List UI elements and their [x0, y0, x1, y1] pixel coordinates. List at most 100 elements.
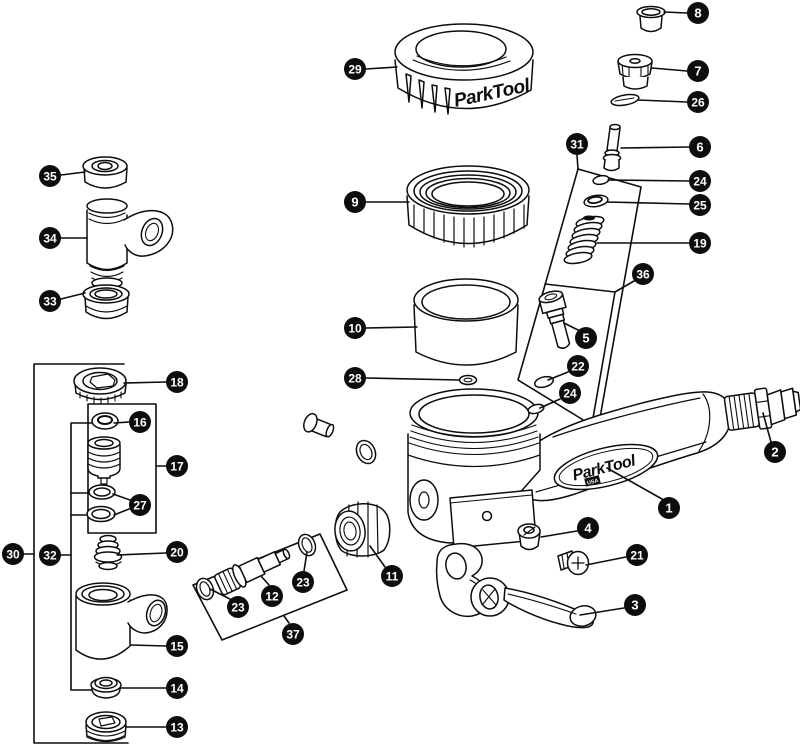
callout-badge-23: [227, 596, 249, 618]
callout-badge-8: [687, 2, 709, 24]
callout-number-24: 24: [693, 175, 707, 189]
callout-badge-17: [166, 455, 188, 477]
callout-number-27: 27: [133, 499, 147, 513]
part-28-drawing: [458, 374, 478, 386]
part-11-drawing: [334, 501, 391, 558]
callout-leader-29: [365, 66, 398, 70]
callout-badge-10: [344, 317, 366, 339]
part-5-drawing: [538, 290, 571, 349]
callout-badge-5: [575, 327, 597, 349]
callout-leader-5: [563, 322, 579, 331]
callout-number-15: 15: [170, 640, 184, 654]
callout-badge-23: [292, 571, 314, 593]
callout-number-19: 19: [693, 237, 707, 251]
callout-number-35: 35: [43, 170, 57, 184]
callout-badge-14: [166, 677, 188, 699]
callout-number-25: 25: [693, 199, 707, 213]
callout-number-4: 4: [584, 521, 592, 536]
callout-badge-30: [2, 543, 24, 565]
callout-badge-25: [689, 194, 711, 216]
part-2-drawing: [723, 387, 800, 431]
callout-number-33: 33: [43, 295, 57, 309]
callout-number-22: 22: [571, 360, 585, 374]
part-4-drawing: [517, 523, 541, 551]
bracket-32: [70, 422, 96, 691]
callout-number-17: 17: [170, 460, 184, 474]
part-19-drawing: [563, 215, 605, 265]
callout-badge-33: [39, 290, 61, 312]
part-1-drawing: ParkTool USA: [407, 388, 732, 549]
callout-number-1: 1: [665, 501, 672, 516]
callout-badge-36: [632, 263, 654, 285]
callout-number-5: 5: [582, 331, 589, 346]
callout-number-23: 23: [231, 601, 245, 615]
part-13-drawing: [85, 711, 127, 743]
part-17-drawing: [87, 436, 121, 485]
part-15-drawing: [75, 582, 168, 660]
group-box-37: [192, 533, 348, 641]
callout-badge-13: [166, 716, 188, 738]
callout-number-23: 23: [296, 576, 310, 590]
callout-badge-6: [689, 136, 711, 158]
callout-leader-22: [547, 371, 569, 381]
callout-badge-12: [261, 585, 283, 607]
part-18-drawing: [73, 367, 127, 405]
callout-number-24: 24: [563, 387, 577, 401]
callout-badge-3: [624, 594, 646, 616]
part-25-drawing: [583, 194, 609, 208]
small-pin-drawing: [303, 412, 335, 438]
part-24a-drawing: [592, 174, 610, 186]
callout-number-7: 7: [694, 64, 701, 79]
callout-number-21: 21: [630, 549, 644, 563]
callout-badge-7: [687, 60, 709, 82]
callout-leader-26: [637, 99, 688, 103]
callout-number-31: 31: [570, 138, 584, 152]
callout-leader-25: [606, 201, 690, 205]
part-26-drawing: [610, 93, 640, 107]
callout-badge-35: [39, 165, 61, 187]
part-29-drawing: ParkTool: [394, 23, 534, 115]
callout-number-20: 20: [170, 546, 184, 560]
callout-number-3: 3: [631, 598, 638, 613]
callout-badge-4: [577, 517, 599, 539]
part-33-drawing: [82, 284, 130, 320]
callout-badge-2: [764, 441, 786, 463]
callout-number-29: 29: [348, 63, 362, 77]
callout-number-10: 10: [348, 322, 362, 336]
part-21-drawing: [557, 550, 590, 576]
callout-leader-16: [113, 421, 130, 424]
callout-leader-27: [113, 508, 130, 516]
small-ring-drawing: [355, 439, 377, 465]
callout-badge-29: [344, 58, 366, 80]
part-12-drawing: [214, 548, 291, 596]
callout-badge-24: [689, 170, 711, 192]
callout-badge-11: [381, 565, 403, 587]
callout-leader-31: [576, 154, 579, 170]
callout-badge-37: [282, 623, 304, 645]
callout-number-6: 6: [696, 140, 703, 155]
part-14-drawing: [90, 676, 122, 699]
callout-number-2: 2: [771, 445, 778, 460]
callout-leader-33: [60, 292, 86, 300]
part-7-drawing: [617, 53, 653, 90]
callout-leader-24: [539, 398, 561, 409]
callout-number-36: 36: [636, 268, 650, 282]
part-20-drawing: [93, 534, 123, 571]
part-3-drawing: [435, 542, 597, 629]
callout-badge-15: [166, 635, 188, 657]
callout-leader-4: [540, 530, 578, 538]
callout-leader-35: [60, 171, 86, 176]
part-9-drawing: [406, 165, 530, 248]
callout-badge-20: [166, 541, 188, 563]
callout-badge-28: [344, 367, 366, 389]
part-16-drawing: [91, 412, 119, 430]
callout-badge-18: [166, 371, 188, 393]
callout-badge-22: [567, 355, 589, 377]
callout-leader-8: [663, 11, 688, 14]
callout-leader-23: [303, 551, 308, 572]
callout-leader-11: [369, 545, 386, 568]
callout-badge-1: [658, 497, 680, 519]
callout-leader-28: [365, 377, 460, 381]
callout-badge-19: [689, 232, 711, 254]
